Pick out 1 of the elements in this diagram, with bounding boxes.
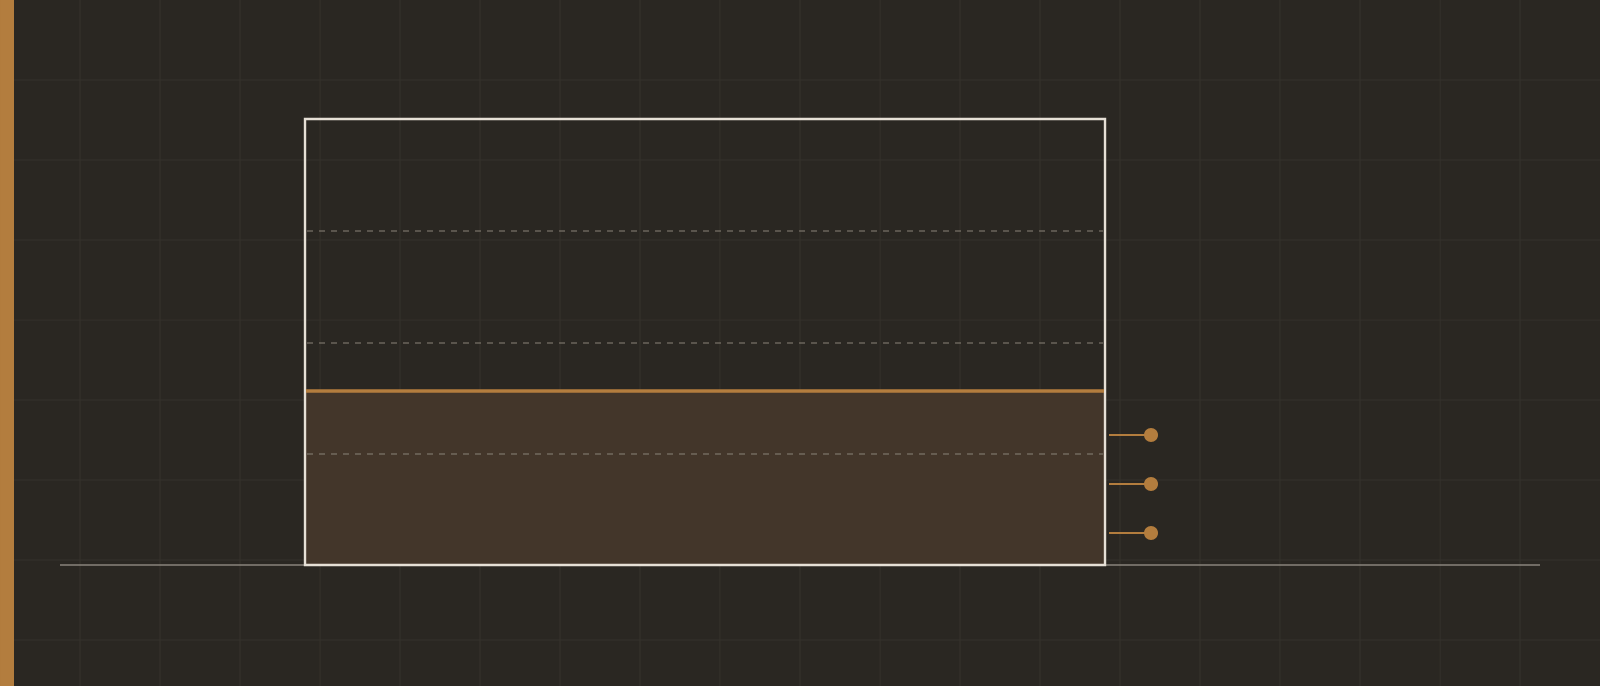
tank-box xyxy=(303,117,1107,567)
